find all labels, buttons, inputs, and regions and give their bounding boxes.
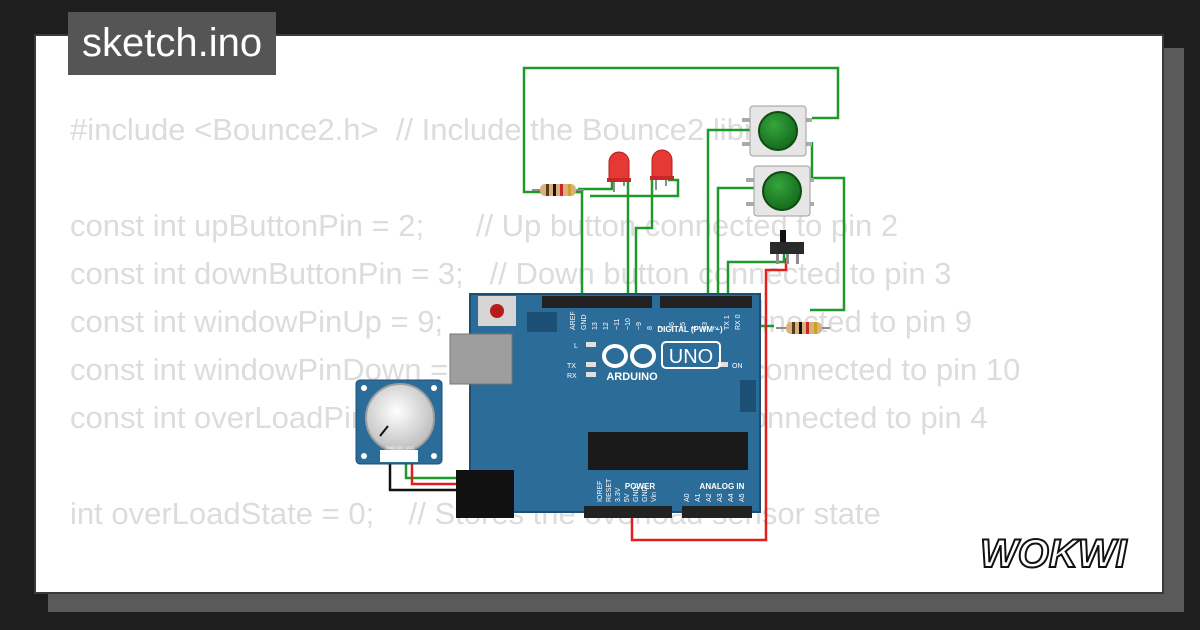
power-jack	[456, 470, 514, 518]
pin-label: RESET	[606, 478, 613, 502]
wire-switch	[726, 250, 786, 300]
wire-led-1-a	[578, 182, 614, 191]
board-model: UNO	[669, 346, 713, 368]
pin-label: A1	[695, 493, 702, 502]
pin-label: A5	[739, 493, 746, 502]
pin-label: 8	[647, 326, 654, 330]
pin-label: ~3	[702, 322, 709, 330]
pin-label: A2	[706, 493, 713, 502]
pin-label: GND	[642, 486, 649, 502]
pin-label: 13	[592, 322, 599, 330]
uno-badge	[661, 341, 721, 369]
pin-label: 2	[713, 326, 720, 330]
label-digital: DIGITAL (PWM ~)	[657, 325, 723, 334]
label-led-on: ON	[732, 363, 743, 370]
wire-led-2	[634, 178, 654, 300]
led-rx	[586, 372, 596, 377]
header-power	[584, 506, 672, 518]
pin-label: ~6	[669, 322, 676, 330]
label-led-l: L	[574, 343, 578, 350]
slide-switch[interactable]	[770, 230, 804, 264]
wires-red	[410, 258, 788, 542]
pin-label: IOREF	[597, 481, 604, 502]
file-title: sketch.ino	[68, 12, 277, 75]
potentiometer-knob[interactable]	[365, 383, 435, 453]
pushbutton-up[interactable]	[742, 105, 812, 157]
icsp-header-2	[740, 380, 756, 412]
arduino-board[interactable]: UNO ARDUINO DIGITAL (PWM ~) POWER ANALOG…	[449, 293, 761, 518]
pin-label: ~5	[680, 322, 687, 330]
pin-label: ~11	[614, 319, 621, 330]
header-digital-right	[660, 296, 752, 308]
pot-pin-gnd: GND	[386, 445, 395, 450]
wire-btn-5v	[810, 142, 846, 312]
pin-label: A4	[728, 493, 735, 502]
led-l	[586, 342, 596, 347]
pin-label: A0	[684, 493, 691, 502]
header-digital-left	[542, 296, 652, 308]
wire-btn-up	[706, 128, 752, 300]
pin-label: 3.3V	[615, 487, 622, 502]
pin-labels-analog: A0 A1 A2 A3 A4 A5	[684, 493, 746, 502]
pin-label: A3	[717, 493, 724, 502]
label-led-rx: RX	[567, 373, 577, 380]
pin-label: ~9	[636, 322, 643, 330]
pin-label: TX 1	[724, 315, 731, 330]
icsp-header	[527, 312, 557, 332]
label-analog: ANALOG IN	[700, 482, 745, 491]
pin-label: Vin	[651, 492, 658, 502]
resistor-2[interactable]	[776, 322, 830, 334]
brand-text: WOKWI	[980, 532, 1128, 576]
pot-pin-sig: SIG	[396, 445, 403, 450]
label-power: POWER	[625, 482, 655, 491]
wire-vcc	[410, 258, 788, 542]
label-led-tx: TX	[567, 363, 576, 370]
pin-label: ~10	[625, 318, 632, 330]
led-on	[718, 362, 728, 367]
pin-label: GND	[581, 314, 588, 330]
usb-port	[449, 333, 513, 385]
wire-btn-down	[716, 186, 754, 300]
pin-label: GND	[633, 486, 640, 502]
wokwi-logo: WOKWI	[979, 531, 1129, 577]
led-tx	[586, 362, 596, 367]
pin-label: 7	[658, 326, 665, 330]
atmega-chip	[588, 432, 748, 470]
board-name: ARDUINO	[606, 371, 658, 383]
header-analog	[682, 506, 752, 518]
arduino-logo-icon	[602, 344, 656, 368]
reset-button[interactable]	[490, 304, 504, 318]
pin-label: 12	[603, 322, 610, 330]
pot-pin-vcc: VCC	[406, 445, 415, 450]
pin-label: 5V	[624, 493, 631, 502]
led-red-1[interactable]	[607, 151, 631, 192]
led-red-2[interactable]	[650, 149, 674, 190]
pushbutton-down[interactable]	[746, 165, 814, 217]
pin-label: AREF	[570, 311, 577, 330]
resistor-1[interactable]	[532, 184, 584, 196]
potentiometer[interactable]: GND SIG VCC	[355, 379, 443, 465]
pin-label: RX 0	[735, 314, 742, 330]
pin-label: 4	[691, 326, 698, 330]
